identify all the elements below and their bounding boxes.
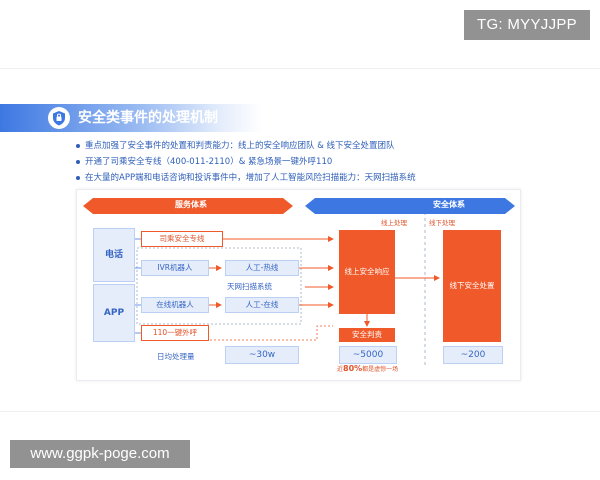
security-system-banner xyxy=(305,198,515,214)
security-system-label: 安全体系 xyxy=(433,200,465,209)
false-alarm-note: 近80%都是虚惊一场 xyxy=(337,364,399,373)
manual-hotline-box: 人工-热线 xyxy=(225,260,299,276)
bullet-dot xyxy=(76,143,80,148)
safety-hotline-box: 司乘安全专线 xyxy=(141,231,223,247)
phone-channel: 电话 xyxy=(93,228,135,282)
online-robot-box: 在线机器人 xyxy=(141,297,209,313)
offline-handling-label: 线下处理 xyxy=(429,219,455,227)
bullet-item: 重点加强了安全事件的处置和判责能力：线上的安全响应团队 & 线下安全处置团队 xyxy=(76,139,395,151)
bullet-dot xyxy=(76,175,80,180)
skynet-label: 天网扫描系统 xyxy=(227,282,272,291)
offline-disposal-box: 线下安全处置 xyxy=(443,230,501,342)
diagram-panel: 服务体系 安全体系 线上处理 线下处理 电话 APP 司乘安全专线 IVR机器人… xyxy=(76,189,521,381)
one-click-110-box: 110一键外呼 xyxy=(141,325,209,341)
shield-icon xyxy=(48,107,70,129)
skynet-scan-region xyxy=(136,247,302,325)
service-system-banner xyxy=(83,198,293,214)
ivr-robot-box: IVR机器人 xyxy=(141,260,209,276)
bullet-text: 重点加强了安全事件的处置和判责能力：线上的安全响应团队 & 线下安全处置团队 xyxy=(85,141,395,151)
title-bar xyxy=(0,104,262,132)
bullet-dot xyxy=(76,159,80,164)
bullet-item: 开通了司乘安全专线（400-011-2110）& 紧急场景一键外呼110 xyxy=(76,155,332,167)
manual-online-box: 人工-在线 xyxy=(225,297,299,313)
app-channel: APP xyxy=(93,284,135,342)
online-volume: ~5000 xyxy=(339,346,397,364)
bullet-text: 开通了司乘安全专线（400-011-2110）& 紧急场景一键外呼110 xyxy=(85,157,333,167)
online-handling-label: 线上处理 xyxy=(381,219,407,227)
service-system-label: 服务体系 xyxy=(175,200,207,209)
online-response-box: 线上安全响应 xyxy=(339,230,395,314)
watermark-top: TG: MYYJJPP xyxy=(464,10,590,40)
bullet-item: 在大量的APP端和电话咨询和投诉事件中，增加了人工智能风险扫描能力：天网扫描系统 xyxy=(76,171,416,183)
watermark-bottom: www.ggpk-poge.com xyxy=(10,440,190,468)
offline-volume: ~200 xyxy=(443,346,503,364)
security-judgment-box: 安全判责 xyxy=(339,328,395,342)
service-volume: ~30w xyxy=(225,346,299,364)
bullet-text: 在大量的APP端和电话咨询和投诉事件中，增加了人工智能风险扫描能力：天网扫描系统 xyxy=(85,173,416,183)
page-title: 安全类事件的处理机制 xyxy=(78,110,218,126)
daily-volume-label: 日均处理量 xyxy=(157,352,195,361)
